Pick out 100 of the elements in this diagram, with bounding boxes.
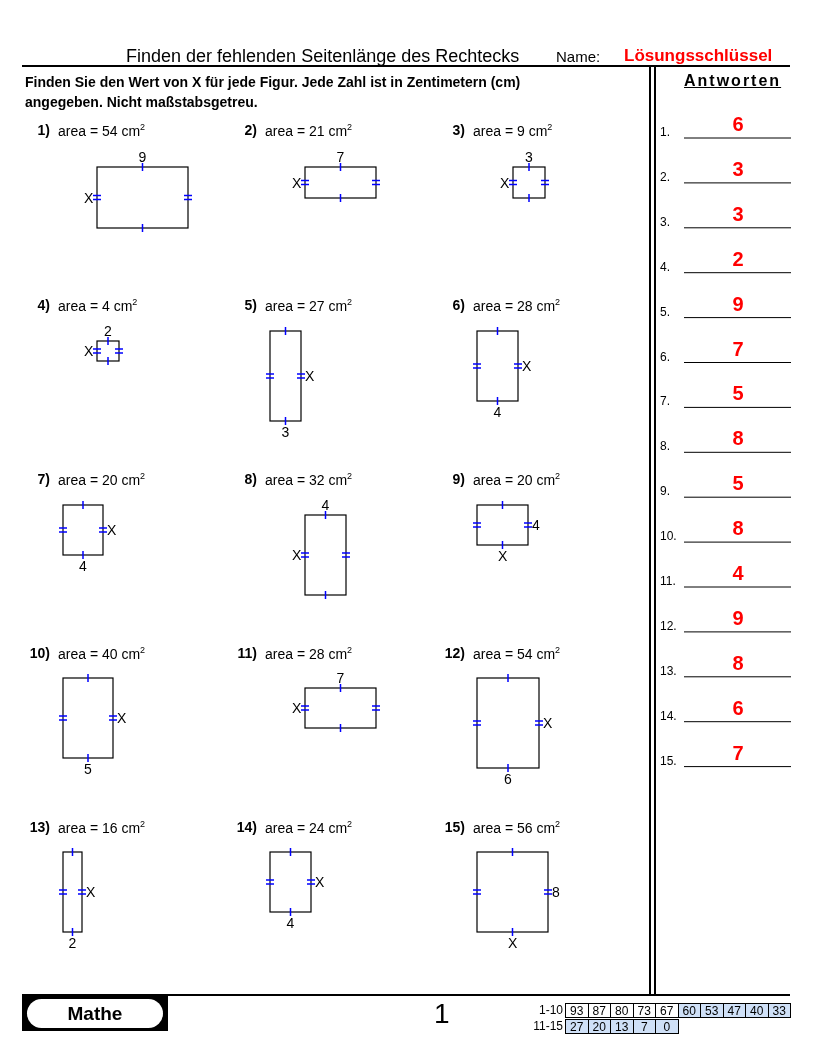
score-row-label: 1-10 xyxy=(538,1004,563,1016)
side-length-label: X xyxy=(84,190,94,205)
side-length-label: 2 xyxy=(104,324,112,338)
area-text: area = 27 cm$^{2}$ xyxy=(265,299,353,313)
side-length-label: 7 xyxy=(336,150,345,164)
score-cell: 7 xyxy=(632,1019,656,1034)
answer-value: 6 xyxy=(732,697,744,718)
answer-value: 4 xyxy=(732,563,744,583)
problem-number: 1) xyxy=(37,123,50,137)
answer-number: 7. xyxy=(660,395,670,408)
answer-number: 4. xyxy=(660,260,670,273)
score-cell: 20 xyxy=(587,1019,611,1034)
side-length-label: 4 xyxy=(532,518,540,532)
area-text: area = 28 cm$^{2}$ xyxy=(265,647,353,661)
answer-value: 8 xyxy=(732,652,744,673)
problem-number: 9) xyxy=(452,472,465,486)
instructions: Finden Sie den Wert von X für jede Figur. Jede Zahl ist in Zentimetern (cm) angegeben. Nicht maßstabsgetreu. xyxy=(25,73,522,113)
answer-number: 2. xyxy=(660,170,670,183)
area-text: area = 32 cm$^{2}$ xyxy=(265,473,353,487)
score-cell: 67 xyxy=(655,1003,679,1018)
area-text: area = 16 cm$^{2}$ xyxy=(58,821,146,835)
answer-value: 9 xyxy=(732,607,744,628)
side-length-label: X xyxy=(292,701,302,715)
area-text: area = 54 cm$^{2}$ xyxy=(473,647,561,661)
side-length-label: X xyxy=(84,344,94,358)
side-length-label: 7 xyxy=(336,671,345,685)
answer-value: 5 xyxy=(732,473,744,494)
score-cell: 93 xyxy=(565,1003,589,1018)
answer-number: 11. xyxy=(660,575,676,587)
problem-number: 4) xyxy=(37,298,50,312)
answer-number: 1. xyxy=(660,126,670,138)
page-number: 1 xyxy=(434,1000,450,1028)
problem-number: 5) xyxy=(244,298,257,312)
side-length-label: X xyxy=(543,716,553,730)
score-cell: 80 xyxy=(610,1003,634,1018)
answer-number: 9. xyxy=(660,485,670,498)
score-cell: 33 xyxy=(767,1003,791,1018)
side-length-label: X xyxy=(117,711,127,725)
answer-number: 6. xyxy=(660,350,670,363)
area-text: area = 20 cm$^{2}$ xyxy=(473,473,561,487)
subject-label: Mathe xyxy=(27,999,163,1028)
worksheet-title: Finden der fehlenden Seitenlänge des Rechtecks xyxy=(126,47,520,65)
side-length-label: 4 xyxy=(286,916,295,930)
side-length-label: 6 xyxy=(504,772,512,786)
side-length-label: 5 xyxy=(84,762,92,776)
answer-value: 7 xyxy=(732,338,744,359)
score-cell: 0 xyxy=(655,1019,679,1034)
answer-number: 12. xyxy=(660,619,677,632)
score-cell: 60 xyxy=(677,1003,701,1018)
problem-number: 13) xyxy=(29,820,50,834)
area-text: area = 24 cm$^{2}$ xyxy=(265,821,353,835)
area-text: area = 20 cm$^{2}$ xyxy=(58,473,146,487)
side-length-label: X xyxy=(522,359,532,373)
answers-heading: Antworten xyxy=(684,73,782,89)
problem-number: 8) xyxy=(244,472,257,486)
area-text: area = 54 cm$^{2}$ xyxy=(58,124,146,138)
side-length-label: X xyxy=(305,369,315,383)
answer-number: 8. xyxy=(660,440,670,453)
problem-number: 12) xyxy=(444,646,465,660)
answer-number: 15. xyxy=(660,754,677,767)
side-length-label: X xyxy=(292,175,302,190)
name-label: Name: xyxy=(556,49,601,64)
answer-value: 3 xyxy=(732,203,744,224)
side-length-label: 4 xyxy=(321,498,330,512)
answer-value: 8 xyxy=(732,428,744,449)
problem-number: 14) xyxy=(236,820,257,834)
problem-number: 10) xyxy=(29,646,50,660)
answer-value: 6 xyxy=(732,114,744,134)
score-cell: 47 xyxy=(722,1003,746,1018)
answer-value: 2 xyxy=(732,248,744,269)
answer-value: 5 xyxy=(732,383,744,404)
side-length-label: X xyxy=(292,548,302,562)
answer-value: 7 xyxy=(732,742,744,763)
area-text: area = 4 cm$^{2}$ xyxy=(58,299,138,313)
side-length-label: 4 xyxy=(79,559,87,573)
side-length-label: X xyxy=(500,175,510,190)
area-text: area = 56 cm$^{2}$ xyxy=(473,821,561,835)
score-cell: 73 xyxy=(632,1003,656,1018)
side-length-label: 2 xyxy=(68,936,77,950)
answer-number: 5. xyxy=(660,305,670,318)
area-text: area = 21 cm$^{2}$ xyxy=(265,124,353,138)
problem-number: 3) xyxy=(452,123,465,137)
score-cell: 87 xyxy=(587,1003,611,1018)
problem-number: 11) xyxy=(237,646,257,660)
area-text: area = 40 cm$^{2}$ xyxy=(58,647,146,661)
answer-number: 13. xyxy=(660,664,677,677)
side-length-label: X xyxy=(315,875,325,889)
answer-number: 3. xyxy=(660,215,670,228)
side-length-label: 9 xyxy=(138,150,147,164)
score-cell: 40 xyxy=(745,1003,769,1018)
score-row-label: 11-15 xyxy=(533,1020,563,1032)
answer-value: 3 xyxy=(732,158,744,179)
problem-number: 2) xyxy=(244,123,257,137)
problem-number: 6) xyxy=(452,298,465,312)
side-length-label: 3 xyxy=(525,150,533,164)
score-cell: 53 xyxy=(700,1003,724,1018)
side-length-label: X xyxy=(498,549,508,563)
score-cell: 27 xyxy=(565,1019,589,1034)
answer-number: 10. xyxy=(660,530,677,543)
side-length-label: X xyxy=(508,936,518,950)
